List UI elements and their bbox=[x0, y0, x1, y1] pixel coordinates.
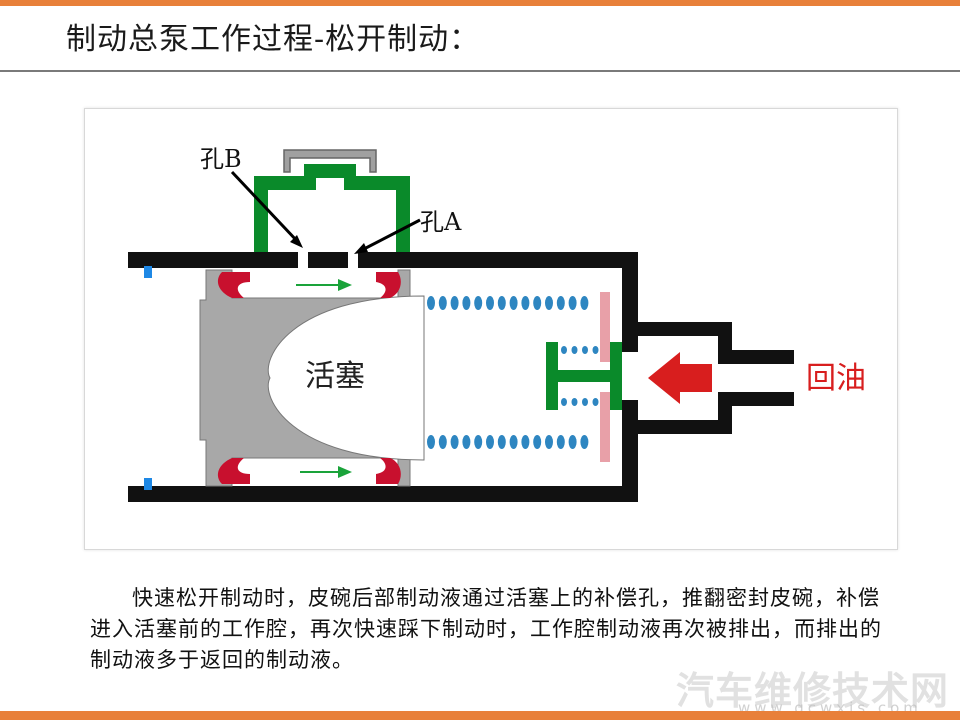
spring-coil-upper bbox=[497, 296, 506, 310]
valve-spring-coil-upper bbox=[571, 346, 578, 354]
spring-coil-lower bbox=[474, 435, 483, 449]
spring-coil-upper bbox=[556, 296, 565, 310]
spring-coil-lower bbox=[533, 435, 542, 449]
spring-coil-lower bbox=[427, 435, 435, 449]
spring-coil-lower bbox=[438, 435, 447, 449]
seal-cup-bottom-left bbox=[217, 458, 250, 484]
valve-spring-coil-upper bbox=[561, 346, 567, 354]
bottom-accent-bar bbox=[0, 711, 960, 720]
spring-coil-lower bbox=[556, 435, 565, 449]
slide-caption: 快速松开制动时，皮碗后部制动液通过活塞上的补偿孔，推翻密封皮碗，补偿进入活塞前的… bbox=[90, 586, 882, 672]
spring-coil-upper bbox=[580, 296, 589, 310]
valve-head-right bbox=[610, 342, 622, 410]
hole-a-pointer-head bbox=[354, 243, 368, 254]
return-flow-arrow bbox=[648, 352, 712, 404]
piston-label: 活塞 bbox=[305, 359, 365, 394]
hole-b-pointer-head bbox=[290, 235, 303, 248]
seal-cup-top-left bbox=[217, 272, 250, 298]
spring-coil-upper bbox=[545, 296, 553, 310]
spring-coil-upper bbox=[427, 296, 435, 310]
spring-coil-upper bbox=[568, 296, 577, 310]
hole-pointers bbox=[230, 170, 421, 254]
spring-coil-lower bbox=[462, 435, 471, 449]
valve-spring-coil-lower bbox=[592, 398, 599, 406]
spring-coil-lower bbox=[486, 435, 494, 449]
site-watermark: 汽车维修技术网 bbox=[676, 669, 950, 713]
left-marker-bottom bbox=[144, 478, 152, 490]
spring-coil-lower bbox=[568, 435, 577, 449]
valve-spring-coil-lower bbox=[582, 398, 588, 406]
hole-a-pointer bbox=[361, 218, 421, 252]
hole-a-label: 孔A bbox=[420, 208, 462, 236]
reservoir-body bbox=[254, 164, 410, 252]
title-divider bbox=[0, 70, 960, 72]
valve-spring-coil-lower bbox=[571, 398, 578, 406]
valve-disc-lower bbox=[600, 392, 610, 462]
spring-coil-upper bbox=[462, 296, 471, 310]
cylinder-end-wall-lower bbox=[622, 400, 638, 502]
flow-arrows bbox=[296, 279, 352, 478]
cylinder-housing bbox=[128, 252, 794, 502]
valve-stem bbox=[546, 370, 620, 382]
cylinder-top-wall-mid bbox=[308, 252, 348, 268]
flow-arrow-bottom-head bbox=[338, 466, 352, 478]
spring-coil-upper bbox=[450, 296, 459, 310]
spring-coil-upper bbox=[509, 296, 518, 310]
spring-coil-upper bbox=[486, 296, 494, 310]
spring-coil-lower bbox=[580, 435, 589, 449]
hole-b-pointer bbox=[230, 170, 300, 244]
slide-title: 制动总泵工作过程-松开制动： bbox=[66, 22, 481, 57]
seal-cups bbox=[217, 272, 401, 484]
spring-coil-lower bbox=[521, 435, 530, 449]
outlet-pipe-lower-c bbox=[718, 392, 794, 406]
spring-coil-lower bbox=[450, 435, 459, 449]
valve-spring-coil-upper bbox=[582, 346, 588, 354]
cylinder-bottom-wall bbox=[128, 486, 638, 502]
top-accent-bar bbox=[0, 0, 960, 6]
outlet-pipe-lower-a bbox=[622, 420, 732, 434]
spring-coil-lower bbox=[509, 435, 518, 449]
cylinder-top-wall-right bbox=[358, 252, 638, 268]
spring-coil-upper bbox=[474, 296, 483, 310]
return-oil-label: 回油 bbox=[806, 361, 866, 396]
reservoir-cap bbox=[283, 149, 377, 173]
valve-disc-upper bbox=[600, 292, 610, 362]
flow-arrow-top-head bbox=[338, 279, 352, 291]
return-spring bbox=[427, 296, 599, 449]
spring-coil-lower bbox=[497, 435, 506, 449]
piston-cavity bbox=[267, 295, 425, 461]
seal-cup-top-right bbox=[376, 272, 401, 298]
outlet-pipe-upper-c bbox=[718, 350, 794, 364]
outlet-pipe-upper-a bbox=[622, 322, 732, 336]
outlet-wall-upper-vertical bbox=[622, 336, 638, 352]
valve-spring-coil-lower bbox=[561, 398, 567, 406]
spring-coil-upper bbox=[533, 296, 542, 310]
check-valve bbox=[546, 292, 622, 462]
valve-spring-coil-upper bbox=[592, 346, 599, 354]
cylinder-top-wall-left bbox=[128, 252, 298, 268]
spring-coil-upper bbox=[521, 296, 530, 310]
left-marker-top bbox=[144, 266, 152, 278]
hole-b-label: 孔B bbox=[200, 145, 242, 173]
spring-coil-lower bbox=[545, 435, 553, 449]
spring-coil-upper bbox=[438, 296, 447, 310]
seal-cup-bottom-right bbox=[376, 458, 401, 484]
piston bbox=[199, 269, 425, 487]
fluid-reservoir bbox=[254, 149, 410, 252]
valve-head-left bbox=[546, 342, 558, 410]
